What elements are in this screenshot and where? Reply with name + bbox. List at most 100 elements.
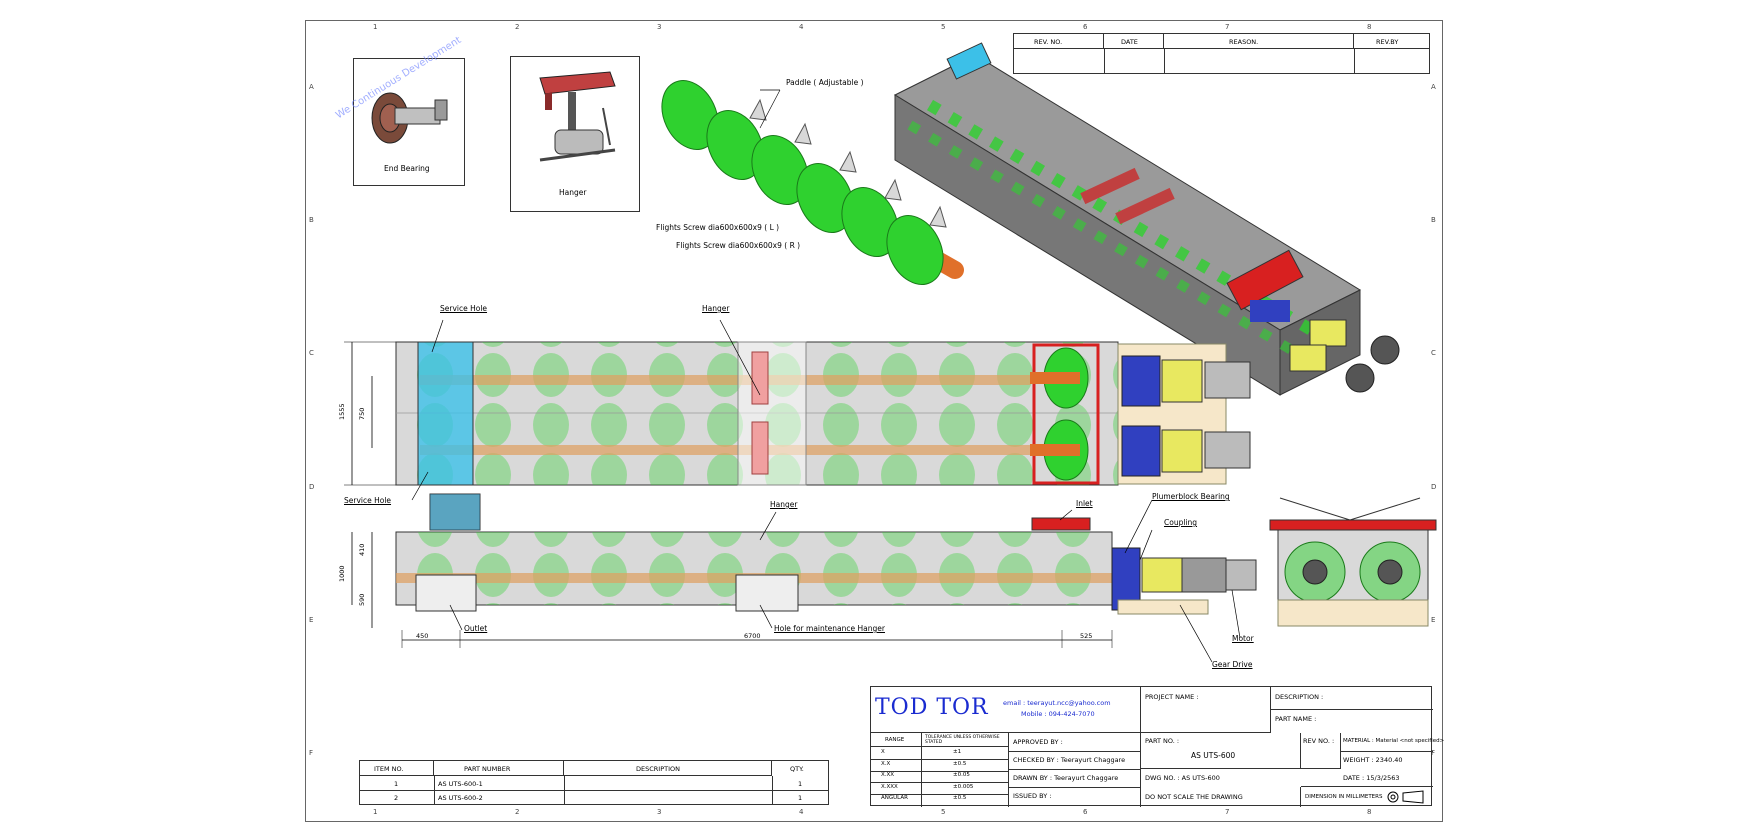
tolerance-range: X.XX [881,772,895,778]
zone-row-right: E [1431,616,1436,624]
motor-label: Motor [1232,634,1254,643]
zone-column-bottom: 1 [373,808,378,816]
hanger-detail-label: Hanger [559,188,587,197]
hanger-plan-label: Hanger [702,304,730,313]
zone-row-left: C [309,349,314,358]
zone-row-left: A [309,82,314,91]
hanger-side-label: Hanger [770,500,798,509]
material: MATERIAL : Material <not specified> [1343,738,1445,744]
zone-row-left: B [309,216,314,224]
part-name: PART NAME : [1275,715,1317,723]
zone-row-left: F [309,749,314,758]
side-view [351,493,1257,663]
zone-column-top: 3 [657,23,662,31]
revision-table: REV. NO. DATE REASON. REV.BY [1013,33,1430,74]
zone-column-top: 6 [1083,23,1088,31]
dim-410: 410 [358,543,366,556]
hanger-view-box [510,56,640,212]
bom-row-1-item: 1 [394,780,399,788]
end-bearing-label: End Bearing [384,164,430,173]
zone-column-bottom: 2 [515,808,520,816]
hanger-icon [539,71,616,162]
tolerance-value: ±0.005 [953,783,974,790]
zone-column-top: 2 [515,23,520,31]
dimension-units: DIMENSION IN MILLIMETERS [1305,794,1383,800]
zone-column-bottom: 6 [1083,808,1088,816]
project-name: PROJECT NAME : [1145,693,1199,701]
zone-column-bottom: 3 [657,808,662,816]
zone-row-left: E [309,616,314,624]
zone-column-bottom: 4 [799,808,804,816]
zone-column-top: 8 [1367,23,1372,31]
bom-header-part: PART NUMBER [464,765,511,773]
tolerance-range: X [881,749,885,755]
zone-row-right: C [1431,349,1436,358]
service-hole-bottom-label: Service Hole [344,496,392,505]
tolerance-header: TOLERANCE UNLESS OTHERWISE STATED [925,735,1000,745]
bom-row-1-qty: 1 [798,780,803,788]
zone-row-right: F [1431,749,1436,758]
rev-header-date: DATE [1121,38,1138,46]
bom-header-qty: QTY. [790,765,804,773]
dim-1000: 1000 [338,565,346,582]
dwg-no: DWG NO. : AS UTS-600 [1145,774,1220,782]
coupling-label: Coupling [1164,518,1198,527]
zone-row-right: A [1431,82,1436,91]
tolerance-range: X.X [881,760,891,767]
bom-row-2-item: 2 [394,794,399,802]
issued-by: ISSUED BY : [1013,792,1052,800]
bom-row-2-part: AS UTS-600-2 [438,794,483,802]
gear-drive-label: Gear Drive [1212,660,1253,669]
zone-column-top: 4 [799,23,804,31]
zone-column-bottom: 8 [1367,808,1372,816]
dim-525: 525 [1080,632,1093,640]
company-logo: TOD TOR [875,695,989,720]
hole-maintenance-label: Hole for maintenance Hanger [774,624,885,633]
inlet-label: Inlet [1076,499,1093,508]
dim-6700: 6700 [744,632,761,640]
zone-column-top: 7 [1225,23,1230,31]
rev-header-by: REV.BY [1376,38,1399,46]
weight: WEIGHT : 2340.40 [1343,756,1403,764]
plan-view [344,319,1251,501]
rev-header-reason: REASON. [1229,38,1259,46]
date: DATE : 15/3/2563 [1343,774,1400,782]
service-hole-top-label: Service Hole [440,304,488,313]
paddle-label: Paddle ( Adjustable ) [786,78,864,87]
bom-row-1-part: AS UTS-600-1 [438,780,483,788]
description-field: DESCRIPTION : [1275,693,1324,701]
drawn-by: DRAWN BY : Teerayurt Chaggare [1013,774,1119,782]
tolerance-value: ±0.5 [953,760,967,767]
zone-column-top: 5 [941,23,946,31]
zone-row-right: D [1431,482,1437,491]
flight-right-label: Flights Screw dia600x600x9 ( R ) [676,241,801,250]
approved-by: APPROVED BY : [1013,738,1063,746]
zone-column-bottom: 5 [941,808,946,816]
dim-590: 590 [358,593,366,606]
part-no-label: PART NO. : [1145,737,1180,745]
do-not-scale: DO NOT SCALE THE DRAWING [1145,793,1243,801]
flight-left-label: Flights Screw dia600x600x9 ( L ) [656,223,780,232]
zone-column-bottom: 7 [1225,808,1230,816]
rev-no: REV NO. : [1303,737,1335,745]
end-bearing-view-box [353,58,465,186]
plumber-block-label: Plumerblock Bearing [1152,492,1230,501]
zone-row-right: B [1431,216,1436,224]
end-bearing-icon [371,92,448,144]
title-block: TOD TOR email : teerayut.ncc@yahoo.com M… [870,686,1444,807]
projection-symbol-icon [1387,790,1424,804]
zone-column-top: 1 [373,23,378,31]
tolerance-value: ±0.05 [953,772,970,778]
isometric-conveyor-icon [893,42,1400,396]
dim-450: 450 [416,632,429,640]
bom-row-2-qty: 1 [798,794,803,802]
tolerance-range: X.XXX [881,783,898,790]
tolerance-value: ±0.5 [953,795,967,801]
tolerance-range-header: RANGE [885,737,905,743]
company-mobile: Mobile : 094-424-7070 [1021,710,1095,718]
company-email: email : teerayut.ncc@yahoo.com [1003,699,1111,707]
rev-header-no: REV. NO. [1034,38,1063,46]
dim-750: 750 [358,407,366,420]
tolerance-range: ANGULAR [881,795,908,801]
